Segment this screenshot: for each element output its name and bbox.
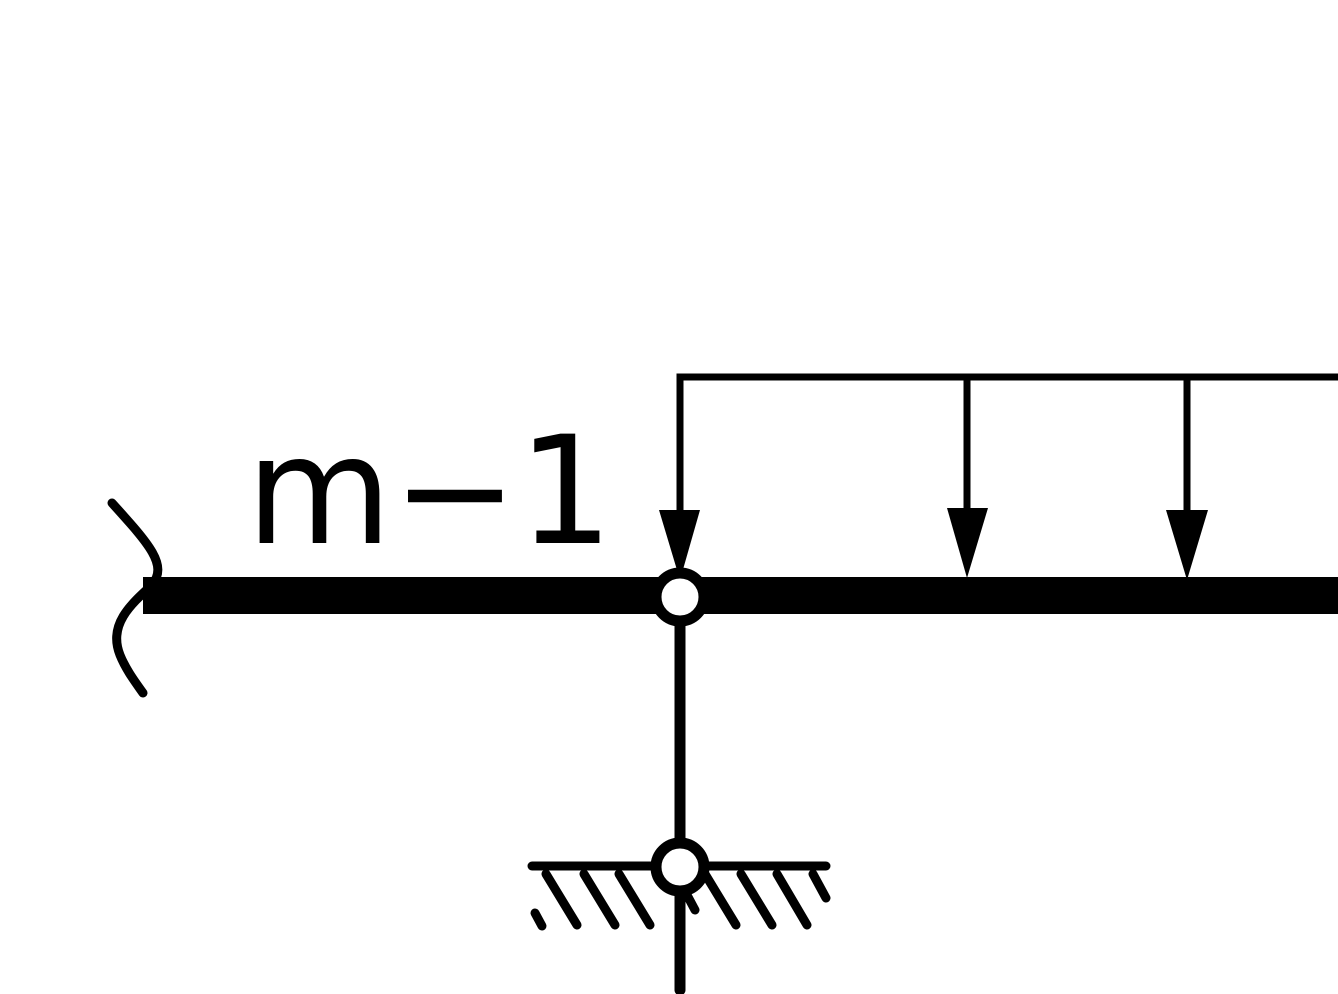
beam-break-mark	[107, 498, 163, 698]
support-hinge	[650, 837, 710, 897]
load-arrow	[1166, 377, 1208, 580]
span-label: m−1	[246, 405, 613, 579]
load-arrow	[659, 510, 700, 580]
load-arrow	[947, 377, 988, 578]
beam	[143, 577, 1338, 614]
beam-hinge	[650, 567, 710, 627]
distributed-load-outline	[676, 373, 1338, 590]
load-arrows	[659, 377, 1208, 580]
ground-hatching	[530, 869, 831, 931]
